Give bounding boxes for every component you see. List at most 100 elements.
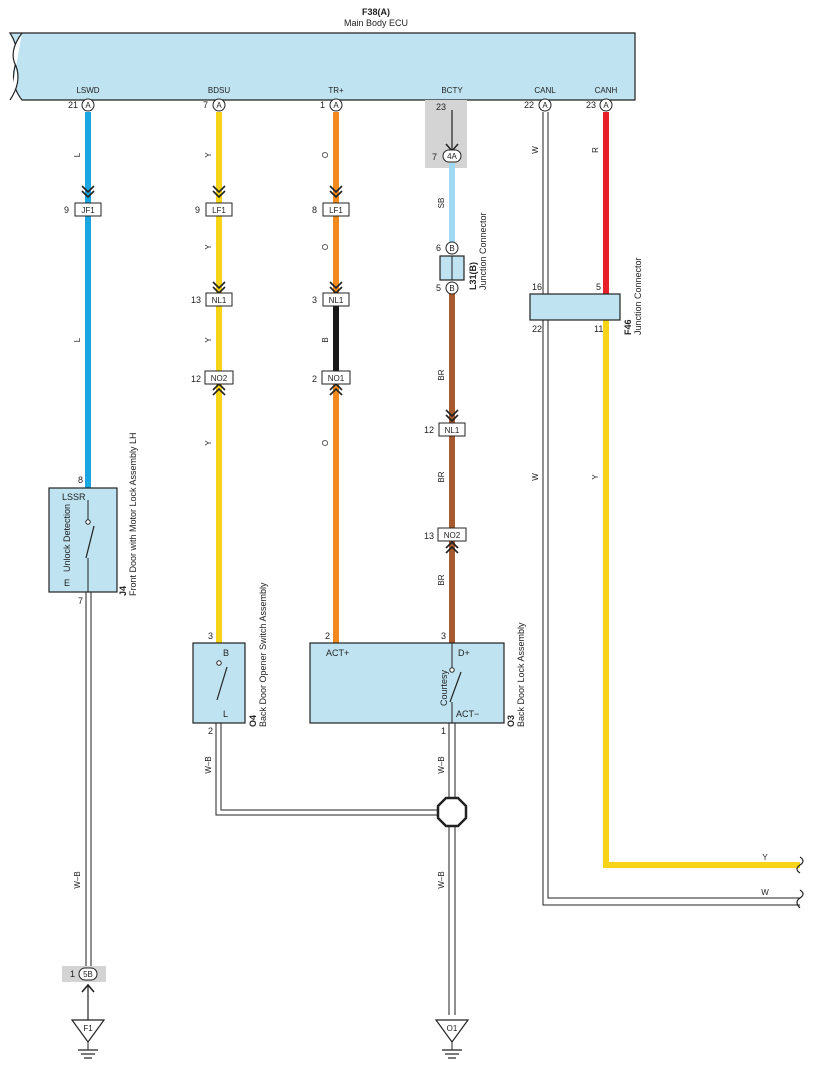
svg-text:A: A	[85, 101, 91, 110]
svg-text:B: B	[223, 648, 229, 658]
svg-text:1: 1	[70, 969, 75, 979]
label-bcty-4: BR	[437, 574, 446, 585]
wire-end-label-y: Y	[762, 853, 768, 862]
ecu-term-bdsu: BDSU	[208, 86, 230, 95]
label-trp-2: O	[321, 244, 330, 250]
o3-code: O3	[506, 715, 516, 727]
svg-text:NO2: NO2	[444, 531, 461, 540]
label-bcty-3: BR	[437, 471, 446, 482]
label-bdsu-4: Y	[204, 440, 213, 446]
f46-name: Junction Connector	[633, 257, 643, 335]
ecu-term-trp: TR+	[328, 86, 344, 95]
component-o4: 3 B L 2 O4 Back Door Opener Switch Assem…	[192, 582, 268, 736]
j4-switch-label: Unlock Detection	[62, 504, 72, 572]
component-o3: 2 3 ACT+ D+ ACT− Courtesy 1 O3 Back Door…	[309, 622, 526, 736]
svg-text:11: 11	[594, 324, 603, 334]
label-bdsu-1: Y	[204, 152, 213, 158]
svg-text:2: 2	[312, 374, 317, 384]
svg-text:7: 7	[432, 152, 437, 162]
wire-canh	[603, 112, 800, 868]
label-lswd-3: W–B	[73, 871, 82, 888]
ecu-pin-canh: 23 A	[586, 98, 613, 112]
svg-text:E: E	[64, 578, 70, 588]
component-j4: 8 LSSR E Unlock Detection 7 J4 Front Doo…	[48, 432, 138, 606]
connector-4a: 7 4A	[432, 143, 462, 163]
svg-text:JF1: JF1	[81, 206, 95, 215]
svg-text:LF1: LF1	[329, 206, 343, 215]
o3-name: Back Door Lock Assembly	[516, 622, 526, 727]
label-bcty-5: W–B	[437, 756, 446, 773]
svg-text:21: 21	[68, 100, 78, 110]
svg-text:A: A	[603, 101, 609, 110]
svg-text:9: 9	[195, 205, 200, 215]
svg-text:1: 1	[441, 726, 446, 736]
connector-jf1: 9 JF1	[64, 202, 102, 217]
label-bdsu-2: Y	[204, 244, 213, 250]
label-trp-4: O	[321, 440, 330, 446]
ecu-term-canl: CANL	[534, 86, 556, 95]
ecu-pin-bcty: 23	[436, 102, 446, 112]
splice-point	[436, 796, 468, 828]
svg-text:22: 22	[524, 100, 534, 110]
label-bcty-2: BR	[437, 369, 446, 380]
svg-text:5: 5	[596, 282, 601, 292]
svg-text:LSSR: LSSR	[62, 492, 86, 502]
svg-text:5: 5	[436, 283, 441, 293]
j4-name: Front Door with Motor Lock Assembly LH	[128, 432, 138, 596]
svg-text:ACT+: ACT+	[326, 648, 349, 658]
svg-text:2: 2	[208, 726, 213, 736]
label-lswd-1: L	[73, 152, 82, 157]
svg-text:B: B	[449, 284, 454, 293]
connector-lf1-a: 9 LF1	[195, 202, 233, 217]
ground-o1: O1	[434, 1019, 470, 1059]
svg-text:5B: 5B	[83, 970, 93, 979]
ecu-pin-lswd: 21 A	[68, 98, 95, 112]
label-trp-1: O	[321, 152, 330, 158]
svg-text:1: 1	[320, 100, 325, 110]
svg-text:3: 3	[441, 631, 446, 641]
svg-text:A: A	[542, 101, 548, 110]
svg-text:NL1: NL1	[329, 296, 344, 305]
label-canl-2: W	[531, 473, 540, 481]
l31-name: Junction Connector	[478, 212, 488, 290]
ecu-break-edge	[9, 32, 23, 101]
svg-text:23: 23	[436, 102, 446, 112]
junction-l31: 6 B 5 B L31(B) Junction Connector	[436, 212, 488, 295]
svg-text:A: A	[216, 101, 222, 110]
break-mark-w	[796, 889, 804, 909]
svg-text:ACT−: ACT−	[456, 709, 479, 719]
svg-text:F1: F1	[83, 1024, 93, 1033]
svg-text:NO2: NO2	[211, 374, 228, 383]
break-mark-y	[796, 856, 804, 874]
f46-code: F46	[623, 319, 633, 335]
ecu-pin-trp: 1 A	[320, 98, 343, 112]
svg-text:23: 23	[586, 100, 596, 110]
wire-lswd	[85, 112, 92, 970]
ecu-code: F38(A)	[362, 7, 390, 17]
svg-text:3: 3	[312, 295, 317, 305]
chevrons-upper	[81, 185, 459, 554]
svg-text:7: 7	[203, 100, 208, 110]
o4-code: O4	[248, 715, 258, 727]
ground-f1: F1	[70, 1019, 106, 1059]
svg-text:2: 2	[325, 631, 330, 641]
label-canl-1: W	[531, 146, 540, 154]
svg-text:L: L	[223, 709, 228, 719]
svg-text:9: 9	[64, 205, 69, 215]
svg-text:A: A	[333, 101, 339, 110]
ecu-term-lswd: LSWD	[76, 86, 99, 95]
label-canh-2: Y	[591, 474, 600, 480]
connector-nl1-b: 3 NL1	[312, 292, 350, 307]
svg-text:NO1: NO1	[328, 374, 345, 383]
svg-text:LF1: LF1	[212, 206, 226, 215]
svg-text:22: 22	[532, 324, 542, 334]
svg-text:8: 8	[78, 475, 83, 485]
svg-text:D+: D+	[458, 648, 470, 658]
o3-switch-label: Courtesy	[439, 669, 449, 706]
label-trp-3: B	[321, 337, 330, 342]
connector-no2-a: 12 NO2	[191, 370, 234, 385]
junction-f46: 16 5 22 11 F46 Junction Connector	[529, 257, 643, 335]
connector-5b: 1 5B	[70, 967, 98, 993]
svg-text:NL1: NL1	[445, 426, 460, 435]
